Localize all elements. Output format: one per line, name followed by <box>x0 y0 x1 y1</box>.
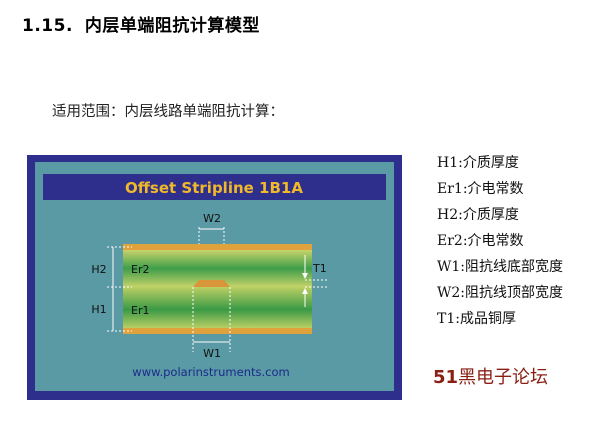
section-number: 1.15. <box>22 16 73 36</box>
label-h2: H2 <box>91 263 106 276</box>
label-w1: W1 <box>203 347 221 360</box>
diagram-title: Offset Stripline 1B1A <box>125 179 303 197</box>
legend-item-t1: T1:成品铜厚 <box>437 311 516 327</box>
t1-arrow-up-icon <box>302 288 308 294</box>
signal-trace <box>193 280 230 287</box>
t1-arrow-down-icon <box>302 273 308 279</box>
scope-text: 适用范围：内层线路单端阻抗计算： <box>52 104 284 120</box>
bottom-plane <box>123 328 312 334</box>
legend-item-h2: H2:介质厚度 <box>437 207 519 223</box>
forum-watermark: 51黑电子论坛 <box>433 363 548 389</box>
stripline-diagram: Offset Stripline 1B1A W2 H2 H1 Er2 Er1 T… <box>27 155 402 400</box>
dielectric-er1 <box>123 287 312 328</box>
label-t1: T1 <box>312 262 327 275</box>
label-er2: Er2 <box>131 263 149 276</box>
watermark-text: 黑电子论坛 <box>458 367 549 388</box>
watermark-number: 51 <box>433 367 459 388</box>
label-er1: Er1 <box>131 304 149 317</box>
legend-item-er2: Er2:介电常数 <box>437 233 524 249</box>
diagram-url: www.polarinstruments.com <box>132 365 289 379</box>
label-w2: W2 <box>203 212 221 225</box>
title-banner <box>43 174 386 200</box>
label-h1: H1 <box>91 303 106 316</box>
parameter-legend: H1:介质厚度 Er1:介电常数 H2:介质厚度 Er2:介电常数 W1:阻抗线… <box>437 150 563 332</box>
section-heading: 1.15. 内层单端阻抗计算模型 <box>22 11 260 36</box>
legend-item-w1: W1:阻抗线底部宽度 <box>437 259 564 275</box>
legend-item-er1: Er1:介电常数 <box>437 181 524 197</box>
section-title: 内层单端阻抗计算模型 <box>84 16 260 36</box>
legend-item-w2: W2:阻抗线顶部宽度 <box>437 285 564 301</box>
legend-item-h1: H1:介质厚度 <box>437 155 519 171</box>
top-plane <box>123 244 312 250</box>
